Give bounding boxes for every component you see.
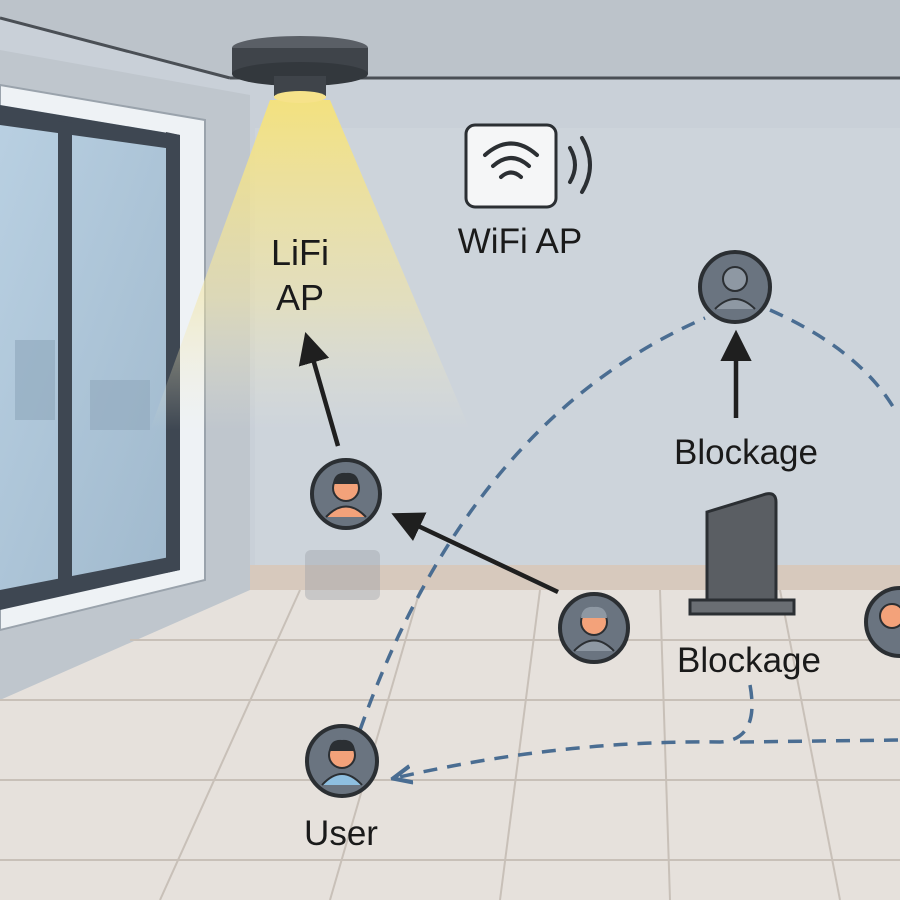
black-arrows: [298, 329, 752, 595]
blockage-label-lower: Blockage: [677, 641, 821, 680]
lifi-ap-label-line1: LiFi: [271, 232, 329, 273]
arrow-user-to-user: [391, 512, 559, 595]
arrow-user-to-lifi-ap: [298, 331, 341, 447]
ceiling: [0, 0, 900, 78]
user-avatar-icon: [305, 250, 900, 798]
dashed-link-upper-user-right: [769, 308, 897, 411]
blockage-label-upper: Blockage: [674, 433, 818, 472]
avatar-dark-hair: [310, 458, 382, 530]
text-labels: LiFi AP WiFi AP Blockage Blockage User: [271, 222, 821, 853]
shadow-object: [305, 550, 380, 600]
blockage-object-icon: [305, 492, 796, 616]
user-label: User: [304, 814, 378, 853]
dashed-link-blockage-to-user: [395, 684, 754, 778]
floor: [0, 590, 900, 900]
avatar-upper: [698, 250, 772, 324]
dashed-link-right-floor: [739, 738, 900, 744]
avatar-right-partial: [864, 586, 900, 658]
lifi-light-cone: [150, 100, 470, 430]
ceiling-edge-left: [0, 16, 231, 80]
wifi-ap-label: WiFi AP: [458, 222, 582, 261]
window: [0, 83, 206, 632]
lifi-ap-label-line2: AP: [276, 277, 324, 318]
avatar-center: [558, 592, 630, 664]
lifi-ap-light-icon: [232, 36, 368, 103]
wifi-ap-icon: [464, 123, 592, 209]
dashed-link-user-to-upper-user: [358, 316, 706, 731]
dashed-links: [358, 308, 900, 778]
avatar-user: [305, 724, 379, 798]
